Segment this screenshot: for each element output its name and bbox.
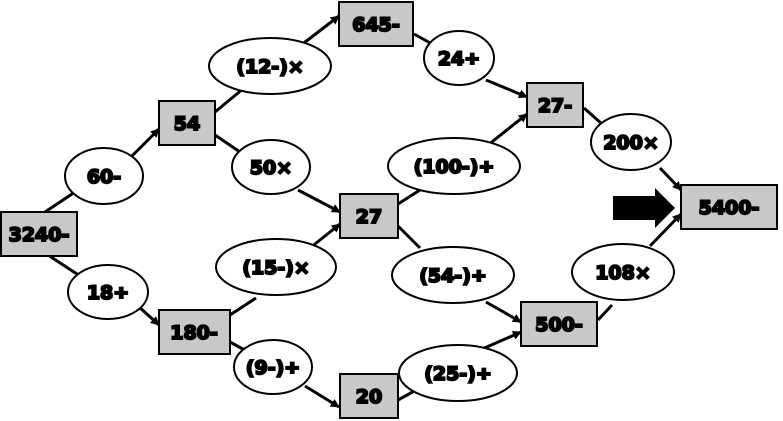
connectors [44, 14, 683, 409]
edge-27a-to-200 [583, 106, 603, 126]
op-label: (12-)× [236, 56, 304, 78]
op-ellipse-50: 50× [231, 139, 311, 195]
edge-60-to-54 [126, 127, 161, 162]
op-ellipse-108: 108× [571, 243, 675, 301]
edge-27b-to-54 [396, 224, 422, 250]
node-box-27-center: 27 [339, 193, 399, 239]
op-ellipse-12: (12-)× [208, 37, 332, 95]
edge-18-to-180 [136, 304, 161, 327]
op-ellipse-9: (9-)÷ [233, 339, 313, 395]
edge-500-to-108 [596, 303, 614, 322]
op-label: 60- [87, 166, 121, 188]
edge-54-to-12 [214, 86, 245, 114]
op-label: (54-)÷ [419, 265, 487, 287]
edge-54-to-50 [214, 133, 241, 154]
op-ellipse-100: (100-)÷ [387, 137, 521, 195]
node-label: 5400- [699, 197, 760, 219]
op-ellipse-54: (54-)÷ [391, 246, 515, 304]
edge-15-to-27b [309, 222, 341, 250]
node-label: 180- [170, 322, 218, 344]
node-label: 3240- [9, 224, 70, 246]
node-label: 645- [352, 14, 400, 36]
op-label: 18÷ [87, 282, 129, 304]
edge-25-to-500 [479, 330, 522, 352]
op-ellipse-15: (15-)× [215, 238, 337, 296]
edge-200-to-5400 [658, 166, 683, 192]
node-label: 54 [174, 113, 200, 135]
op-label: 24÷ [438, 48, 480, 70]
node-label: 20 [356, 386, 382, 408]
node-box-20: 20 [339, 373, 399, 419]
op-ellipse-60: 60- [64, 147, 144, 205]
edge-12-to-645 [299, 14, 340, 48]
edge-108-to-5400 [648, 212, 683, 248]
edge-100-to-27a [487, 112, 528, 147]
op-label: (25-)÷ [424, 363, 492, 385]
op-ellipse-25: (25-)÷ [398, 344, 518, 402]
right-arrow-icon [613, 188, 675, 228]
node-box-3240: 3240- [0, 211, 78, 257]
node-box-500: 500- [520, 301, 598, 347]
node-box-180: 180- [158, 309, 231, 355]
edge-24-to-27a [485, 78, 528, 99]
edge-54-to-500 [485, 300, 522, 324]
node-label: 27 [356, 206, 382, 228]
edge-27b-to-100 [397, 188, 421, 206]
edge-50-to-27b [297, 188, 341, 214]
op-ellipse-200: 200× [590, 113, 672, 171]
op-label: 50× [250, 157, 292, 179]
node-box-645: 645- [338, 1, 414, 47]
node-box-5400: 5400- [680, 184, 778, 230]
op-label: (15-)× [242, 257, 310, 279]
op-label: 200× [603, 132, 659, 154]
node-box-27-top: 27- [526, 82, 584, 128]
edge-9-to-20 [304, 384, 340, 409]
op-label: (9-)÷ [246, 357, 300, 379]
edge-645-to-24 [413, 32, 433, 46]
op-label: (100-)÷ [414, 156, 495, 178]
op-ellipse-18: 18÷ [67, 264, 149, 320]
node-box-54: 54 [158, 100, 216, 146]
edge-180-to-15 [229, 296, 257, 317]
node-label: 500- [535, 314, 583, 336]
edge-3240-to-18 [47, 253, 81, 278]
op-ellipse-24: 24÷ [423, 30, 495, 86]
node-label: 27- [538, 95, 572, 117]
op-label: 108× [595, 262, 651, 284]
